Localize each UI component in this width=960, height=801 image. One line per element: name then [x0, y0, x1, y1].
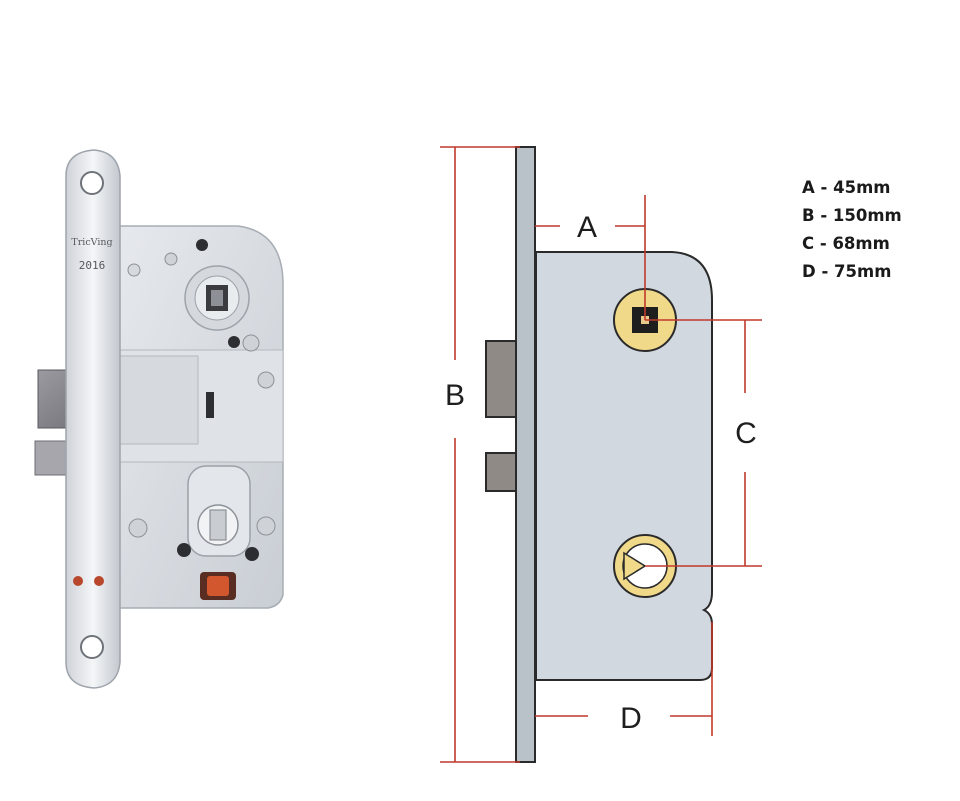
legend-item-b: B - 150mm	[802, 206, 902, 225]
spindle-hub	[184, 265, 250, 331]
drawing-faceplate	[515, 146, 536, 763]
rivet	[164, 252, 178, 266]
dim-label-b: B	[445, 379, 465, 412]
brand-engraving: TricVing	[71, 237, 112, 248]
red-dot	[73, 576, 83, 586]
screw	[257, 371, 275, 389]
dimension-lines	[440, 146, 762, 763]
red-indicator	[200, 572, 236, 600]
rivet	[228, 336, 240, 348]
rivet	[127, 263, 141, 277]
lock-photo: TricVing 2016	[34, 149, 284, 689]
faceplate	[65, 149, 121, 689]
faceplate-screw-hole	[80, 635, 104, 659]
drawing-latch	[485, 340, 517, 418]
slot	[206, 392, 214, 418]
faceplate-screw-hole	[80, 171, 104, 195]
dim-label-d: D	[620, 702, 642, 735]
red-dot	[94, 576, 104, 586]
lower-cutout	[177, 465, 259, 561]
screw	[128, 518, 148, 538]
body-inner-panel	[119, 355, 199, 445]
screw	[242, 334, 260, 352]
drawing-deadbolt	[485, 452, 517, 492]
legend-item-d: D - 75mm	[802, 262, 892, 281]
legend-item-c: C - 68mm	[802, 234, 890, 253]
dim-label-c: C	[735, 417, 757, 450]
dim-label-a: A	[577, 211, 597, 244]
dimension-legend: A - 45mm B - 150mm C - 68mm D - 75mm	[802, 174, 902, 286]
model-engraving: 2016	[79, 259, 106, 272]
lock-drawing	[485, 146, 713, 763]
legend-item-a: A - 45mm	[802, 178, 891, 197]
rivet	[196, 239, 208, 251]
screw	[256, 516, 276, 536]
